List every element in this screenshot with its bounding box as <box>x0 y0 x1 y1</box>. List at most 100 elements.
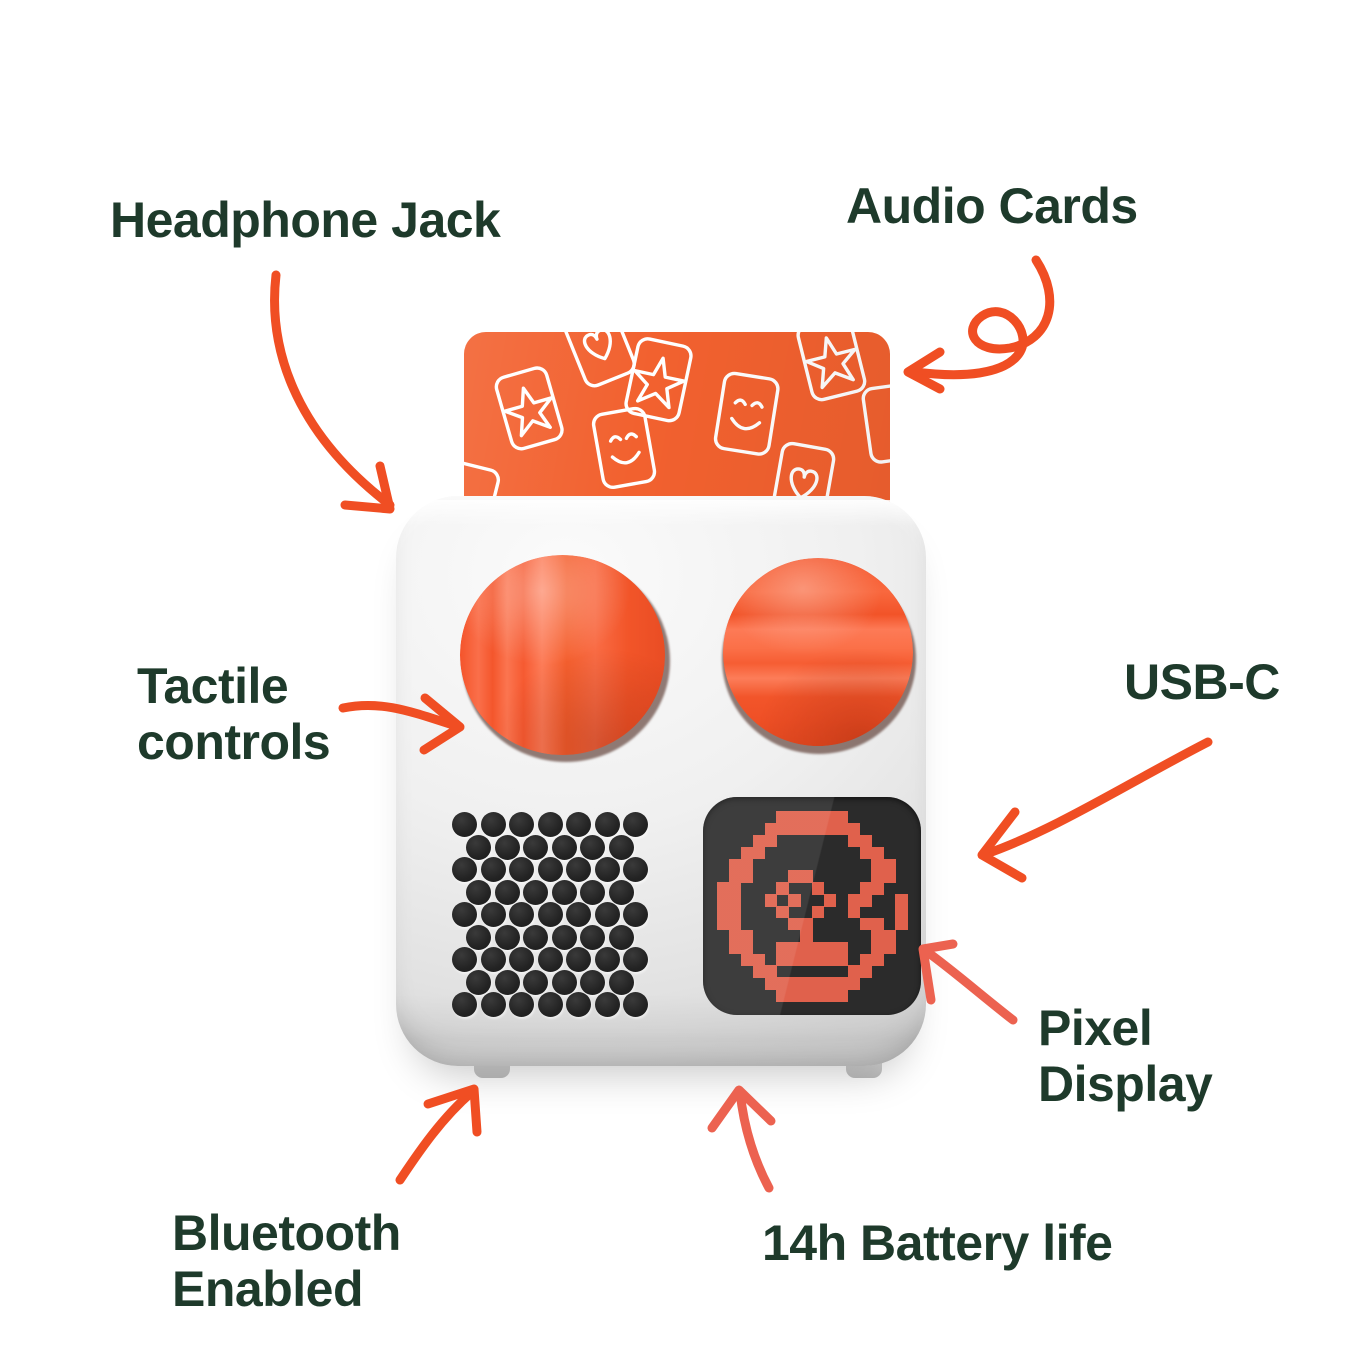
display-pixel <box>835 811 849 824</box>
display-pixel <box>728 929 742 943</box>
speaker-hole <box>509 902 534 927</box>
pixel-display[interactable] <box>703 797 921 1015</box>
display-pixel <box>740 858 754 871</box>
speaker-hole <box>623 992 648 1017</box>
display-pixel <box>800 977 813 990</box>
display-pixel <box>823 941 837 955</box>
display-pixel <box>859 953 872 966</box>
knob-left[interactable] <box>460 555 665 755</box>
display-pixel <box>871 858 884 871</box>
speaker-hole <box>566 902 591 927</box>
speaker-hole <box>466 924 492 950</box>
display-pixel <box>788 811 801 824</box>
speaker-hole <box>537 812 563 837</box>
speaker-hole <box>466 834 492 860</box>
speaker-hole <box>608 834 634 860</box>
display-pixel <box>859 965 872 978</box>
speaker-hole <box>480 992 506 1017</box>
display-pixel <box>788 977 801 990</box>
speaker-hole <box>537 902 563 927</box>
speaker-hole <box>537 947 563 972</box>
speaker-hole <box>608 924 634 950</box>
knob-right[interactable] <box>723 558 913 746</box>
speaker-hole <box>509 947 534 972</box>
display-pixel <box>788 822 801 836</box>
speaker-hole <box>523 924 549 950</box>
display-pixel <box>859 917 872 931</box>
display-pixel <box>883 941 896 955</box>
display-pixel <box>728 941 742 955</box>
display-pixel <box>871 953 884 966</box>
speaker-hole <box>608 879 634 905</box>
display-pixel <box>740 953 754 966</box>
display-pixel <box>812 941 825 955</box>
speaker-hole <box>594 992 620 1017</box>
speaker-hole <box>594 857 620 882</box>
audio-card[interactable] <box>464 332 890 512</box>
display-pixel <box>752 953 766 966</box>
display-pixel <box>728 906 742 919</box>
speaker-hole <box>580 924 606 950</box>
speaker-hole <box>551 879 577 905</box>
speaker-hole <box>580 834 606 860</box>
display-pixel <box>800 811 813 824</box>
display-pixel <box>728 917 742 931</box>
display-pixel <box>871 870 884 883</box>
display-pixel <box>812 989 825 1002</box>
star-card-icon <box>494 366 564 451</box>
speaker-hole <box>452 947 477 972</box>
display-pixel <box>788 917 801 931</box>
speaker-hole <box>494 924 520 950</box>
speaker-hole <box>594 902 620 927</box>
callout-label-audio-cards: Audio Cards <box>846 178 1138 234</box>
display-pixel <box>823 989 837 1002</box>
display-pixel <box>728 870 742 883</box>
display-pixel <box>776 989 789 1002</box>
heart-card-icon <box>771 441 836 512</box>
display-pixel <box>871 917 884 931</box>
speaker-hole <box>480 857 506 882</box>
callout-label-headphone-jack: Headphone Jack <box>110 192 501 248</box>
display-pixel <box>788 989 801 1002</box>
display-pixel <box>776 822 789 836</box>
speaker-hole <box>523 834 549 860</box>
display-pixel <box>847 822 861 836</box>
speaker-hole <box>580 879 606 905</box>
speaker-hole <box>480 812 506 837</box>
speaker-hole <box>452 812 477 837</box>
foot-right <box>846 1062 882 1078</box>
display-pixel <box>788 894 801 907</box>
callout-label-bluetooth: Bluetooth Enabled <box>172 1205 401 1317</box>
display-pixel <box>812 882 825 895</box>
speaker-hole <box>537 857 563 882</box>
display-pixel <box>728 882 742 895</box>
display-pixel <box>752 834 766 848</box>
display-pixel <box>859 834 872 848</box>
display-pixel <box>740 870 754 883</box>
speaker-hole <box>623 902 648 927</box>
foot-left <box>474 1062 510 1078</box>
display-pixel <box>883 858 896 871</box>
speaker-hole <box>566 812 591 837</box>
speaker-hole <box>480 902 506 927</box>
display-pixel <box>740 941 754 955</box>
display-pixel <box>823 894 837 907</box>
speaker-hole <box>509 857 534 882</box>
display-pixel <box>847 965 861 978</box>
audio-card-pattern <box>464 332 890 512</box>
display-pixel <box>740 929 754 943</box>
display-pixel <box>740 846 754 860</box>
speaker-hole <box>480 947 506 972</box>
display-pixel <box>835 953 849 966</box>
display-pixel <box>883 870 896 883</box>
speaker-hole <box>551 969 577 995</box>
display-pixel <box>847 894 861 907</box>
display-pixel <box>859 894 872 907</box>
speaker-hole <box>537 992 563 1017</box>
display-pixel <box>871 941 884 955</box>
display-pixel <box>812 811 825 824</box>
display-pixel <box>835 941 849 955</box>
display-pixel <box>859 846 872 860</box>
display-pixel <box>812 953 825 966</box>
speaker-hole <box>466 879 492 905</box>
